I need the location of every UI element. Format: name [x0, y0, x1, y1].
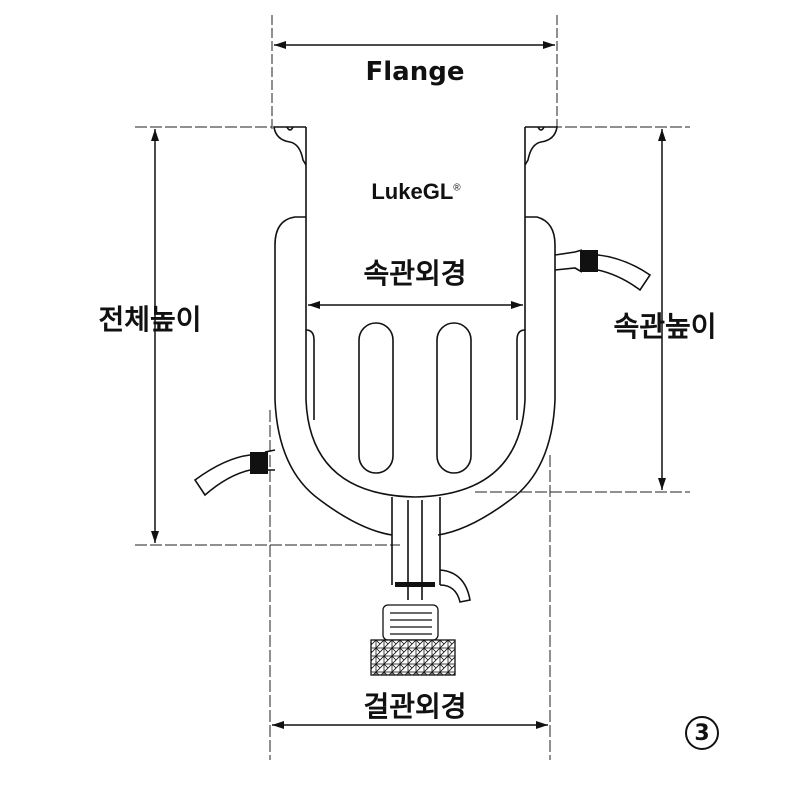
registered-mark: ® [453, 182, 461, 194]
logo: LukeGL® [371, 179, 460, 205]
vessel-outline [193, 126, 652, 603]
drain-valve [370, 604, 456, 676]
inner-height-label: 속관높이 [613, 310, 717, 343]
figure-number-badge: 3 [685, 716, 719, 750]
hose-connectors [250, 250, 598, 587]
dimension-arrows [151, 41, 666, 729]
inner-od-label: 속관외경 [363, 257, 467, 290]
total-height-label: 전체높이 [98, 303, 202, 336]
logo-text: LukeGL [371, 179, 454, 204]
jacket-od-label: 걸관외경 [363, 690, 467, 723]
flange-label: Flange [365, 57, 465, 87]
extension-lines [135, 15, 690, 760]
